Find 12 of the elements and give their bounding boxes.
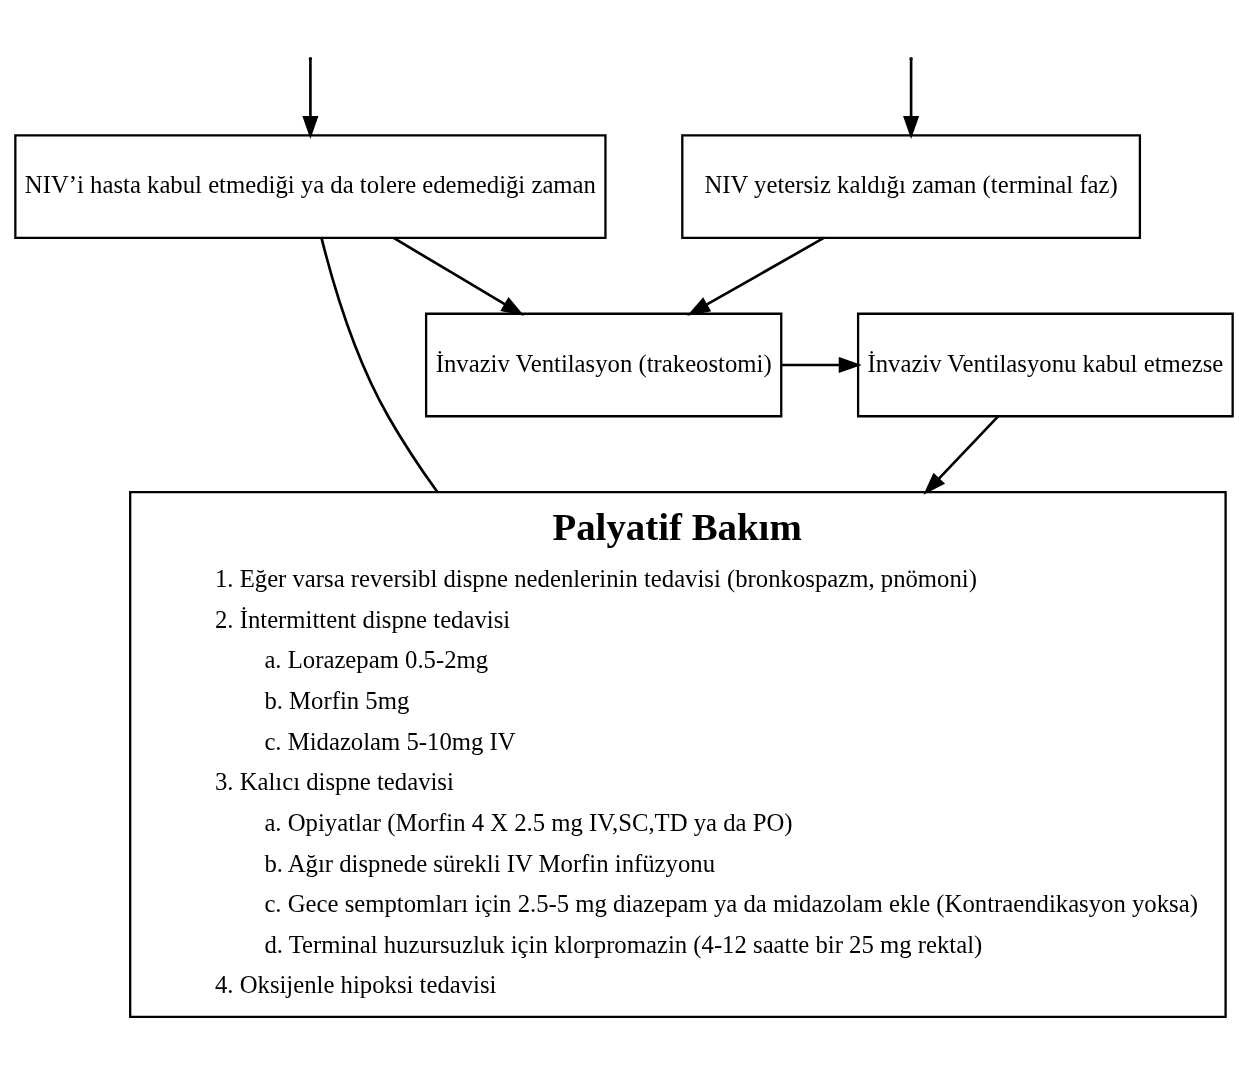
node-box: Palyatif Bakım 1. Eğer varsa reversibl dispne nedenlerinin tedavisi (bronkospazm, pnömoni) 2. İntermittent dispne tedavisi a. Lorazepam 0.5-2mg b. Morfin 5mg c. Midazolam 5-10mg IV 3. Kalıcı dispne tedavisi a. Opiyatlar (Morfin 4 X 2.5 mg IV,SC,TD ya da PO) b. Ağır dispnede sürekli IV Morfin infüzyonu c. Gece semptomları için 2.5-5 mg diazepam ya da midazolam ekle (Kontraendikasyon yoksa) d. Terminal huzursuzluk için klorpromazin (4-12 saatte bir 25 mg rektal) 4. Oksijenle hipoksi tedavisi (129, 490, 1227, 1018)
arrow (781, 356, 862, 373)
node-box: İnvaziv Ventilasyonu kabul etmezse (856, 312, 1234, 417)
node-box: NIV yetersiz kaldığı zaman (terminal faz) (681, 133, 1142, 239)
arrow (687, 236, 825, 316)
arrow (923, 415, 1000, 495)
arrow (302, 58, 319, 139)
arrow (903, 58, 920, 139)
node-box: NIV’i hasta kabul etmediği ya da tolere edemediği zaman (14, 133, 607, 239)
connector (320, 237, 439, 493)
node-box: İnvaziv Ventilasyon (trakeostomi) (424, 312, 783, 417)
arrow (392, 236, 525, 316)
